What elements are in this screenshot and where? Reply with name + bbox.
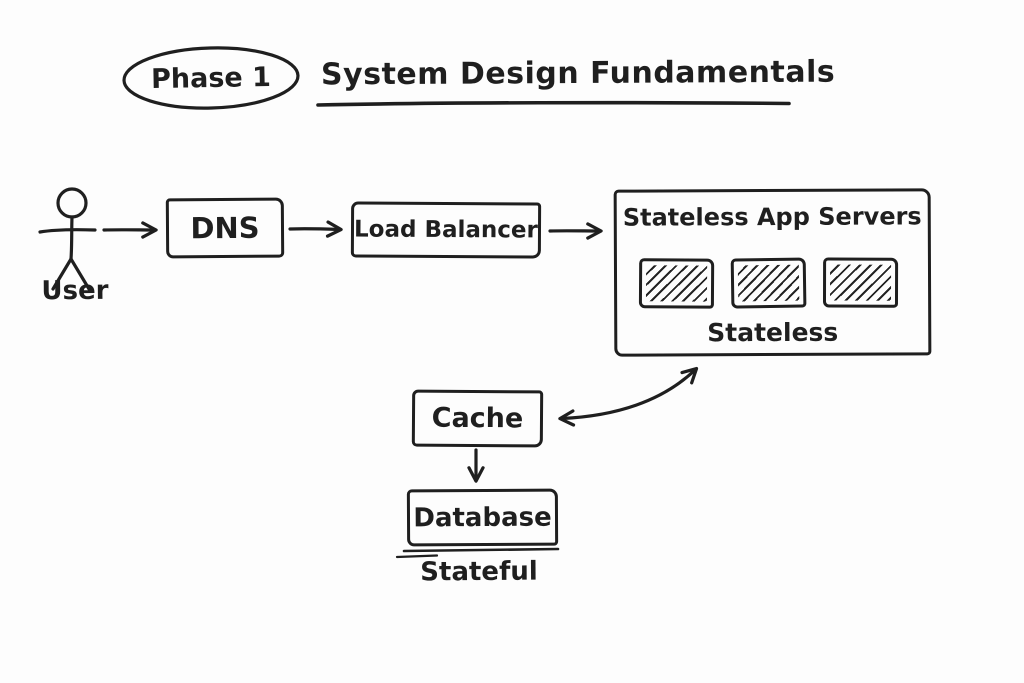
- cache-label: Cache: [431, 402, 524, 435]
- database-label: Database: [413, 502, 552, 533]
- cache-node: Cache: [411, 389, 544, 448]
- user-icon: [38, 187, 97, 291]
- stateful-caption: Stateful: [420, 556, 538, 588]
- page-title: System Design Fundamentals: [320, 54, 836, 93]
- phase-badge-ellipse: [122, 46, 300, 110]
- user-label: User: [41, 275, 109, 307]
- dns-label: DNS: [190, 210, 260, 246]
- app-servers-title: Stateless App Servers: [622, 202, 922, 232]
- phase-badge: Phase 1: [150, 61, 272, 95]
- title-underline: [316, 100, 791, 107]
- server-icon: [822, 257, 899, 308]
- load-balancer-node: Load Balancer: [350, 201, 542, 259]
- load-balancer-label: Load Balancer: [353, 216, 538, 244]
- app-servers-node: Stateless App Servers Stateless: [613, 188, 932, 357]
- server-icon: [730, 257, 807, 309]
- stateless-caption: Stateless: [707, 317, 839, 348]
- database-node: Database: [406, 488, 559, 547]
- database-underline: [402, 547, 560, 553]
- arrow-appservers-to-cache-double: [558, 366, 699, 427]
- database-underline-short: [395, 554, 439, 559]
- dns-node: DNS: [165, 197, 285, 259]
- server-icon: [638, 258, 715, 309]
- arrow-dns-to-loadbalancer: [288, 220, 343, 238]
